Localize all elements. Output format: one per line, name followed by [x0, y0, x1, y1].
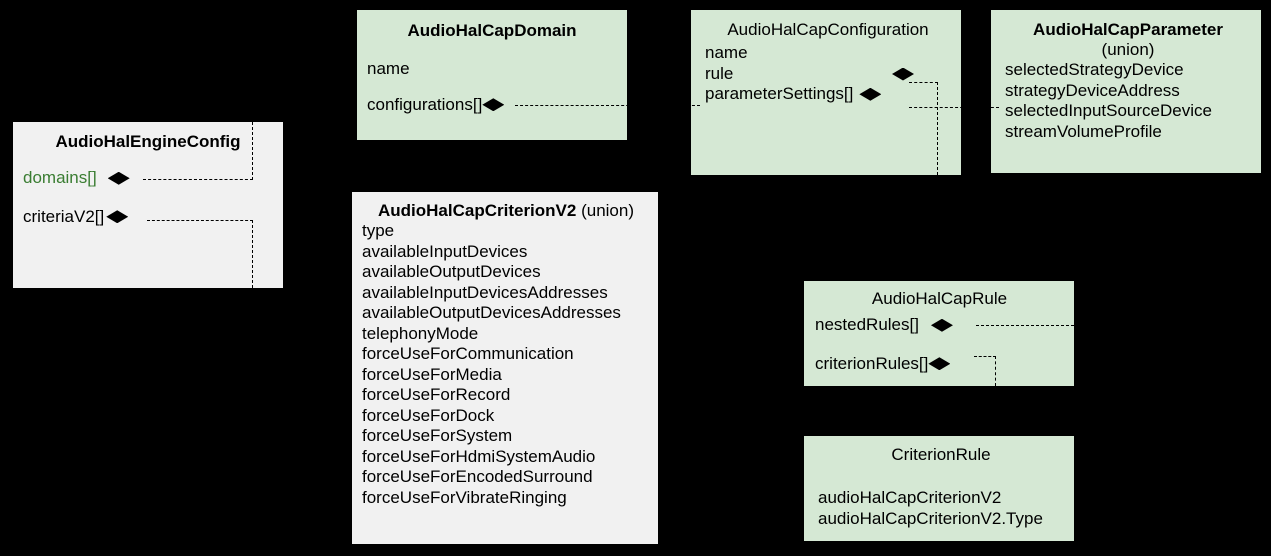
- attribute-row-configurations[interactable]: configurations[]: [367, 95, 617, 116]
- attribute-row-nestedrules[interactable]: nestedRules[]: [815, 315, 1064, 336]
- attribute-label: availableOutputDevicesAddresses: [362, 303, 621, 322]
- attribute-row-name: name: [367, 59, 617, 80]
- class-box-fill: [13, 122, 283, 288]
- attribute-label: forceUseForSystem: [362, 426, 513, 445]
- edge-configurations-horizontal: [515, 105, 700, 106]
- class-title: AudioHalCapCriterionV2 (union): [377, 201, 634, 220]
- attribute-label: forceUseForRecord: [362, 385, 511, 404]
- attribute-label: selectedInputSourceDevice: [1005, 101, 1212, 120]
- attribute-label: strategyDeviceAddress: [1005, 80, 1180, 100]
- attribute-row-name: name: [705, 43, 951, 64]
- class-box-fill: [357, 10, 627, 140]
- class-box-audiohalcapparameter[interactable]: AudioHalCapParameter (union) selectedStr…: [991, 10, 1261, 173]
- class-title: AudioHalCapRule: [871, 289, 1008, 308]
- class-box-audiohalengineconfig[interactable]: AudioHalEngineConfig domains[] criteriaV…: [13, 122, 283, 288]
- attribute-row-rule[interactable]: rule: [705, 64, 951, 85]
- attribute-label: availableInputDevicesAddresses: [362, 282, 608, 302]
- attribute-label: nestedRules[]: [815, 315, 919, 334]
- edge-nestedrules-horizontal: [976, 325, 1074, 326]
- attribute-label: selectedStrategyDevice: [1005, 60, 1184, 79]
- attribute-label: configurations[]: [367, 94, 483, 114]
- attribute-row-domains[interactable]: domains[]: [23, 168, 273, 189]
- class-title: AudioHalEngineConfig: [55, 132, 241, 151]
- attribute-label: audioHalCapCriterionV2.Type: [818, 508, 1043, 528]
- attribute-label: name: [705, 43, 748, 62]
- attribute-label: streamVolumeProfile: [1005, 121, 1162, 141]
- edge-parametersettings-horizontal: [909, 107, 999, 108]
- attribute-label: criteriaV2[]: [23, 206, 105, 226]
- class-title: AudioHalCapParameter: [1033, 20, 1223, 39]
- attribute-row-criterionrules[interactable]: criterionRules[]: [815, 354, 1064, 375]
- aggregation-diamond-icon: [892, 67, 914, 81]
- class-box-audiohalcapdomain[interactable]: AudioHalCapDomain name configurations[]: [357, 10, 627, 140]
- attribute-label: forceUseForHdmiSystemAudio: [362, 446, 596, 466]
- edge-domains-vertical: [252, 122, 253, 180]
- attribute-label: type: [362, 221, 395, 240]
- attribute-label: availableOutputDevices: [362, 262, 541, 281]
- class-box-criterionrule[interactable]: CriterionRule audioHalCapCriterionV2 aud…: [804, 436, 1074, 541]
- edge-criterionrules-vertical: [995, 356, 996, 386]
- edge-criterionrules-horizontal: [974, 356, 996, 357]
- class-box-audiohalcapconfiguration[interactable]: AudioHalCapConfiguration name rule param…: [691, 10, 961, 175]
- aggregation-diamond-icon: [859, 87, 882, 101]
- attribute-label: name: [367, 59, 410, 78]
- class-kind-label: (union): [1101, 40, 1155, 59]
- class-box-fill: [691, 10, 961, 175]
- class-title: AudioHalCapDomain: [407, 21, 577, 40]
- attribute-label: criterionRules[]: [815, 353, 929, 373]
- attribute-label: audioHalCapCriterionV2: [818, 488, 1002, 507]
- attribute-label: availableInputDevices: [362, 241, 528, 261]
- aggregation-diamond-icon: [482, 98, 505, 112]
- aggregation-diamond-icon: [107, 171, 130, 185]
- attribute-label: rule: [705, 63, 734, 83]
- attribute-label: telephonyMode: [362, 323, 479, 343]
- aggregation-diamond-icon: [928, 357, 951, 371]
- class-box-fill: [352, 192, 658, 544]
- attribute-label: forceUseForVibrateRinging: [362, 487, 567, 507]
- class-box-audiohalcapcriterionv2[interactable]: AudioHalCapCriterionV2 (union) type avai…: [352, 192, 658, 544]
- class-box-fill: [991, 10, 1261, 173]
- attribute-row-criteriav2[interactable]: criteriaV2[]: [23, 207, 273, 228]
- edge-domains-horizontal: [143, 179, 253, 180]
- attribute-row-parametersettings[interactable]: parameterSettings[]: [705, 84, 951, 105]
- edge-rule-horizontal: [909, 82, 938, 83]
- edge-criteriav2-vertical: [252, 220, 253, 288]
- attribute-label: domains[]: [23, 168, 97, 187]
- class-kind-label: (union): [581, 201, 634, 220]
- attribute-label: forceUseForCommunication: [362, 344, 574, 363]
- attribute-label: forceUseForMedia: [362, 364, 502, 384]
- class-box-fill: [804, 436, 1074, 541]
- attribute-label: forceUseForEncodedSurround: [362, 467, 593, 486]
- class-title: CriterionRule: [891, 445, 991, 464]
- aggregation-diamond-icon: [930, 318, 953, 332]
- attribute-label: parameterSettings[]: [705, 84, 854, 103]
- class-title: AudioHalCapConfiguration: [727, 20, 929, 39]
- attribute-label: forceUseForDock: [362, 405, 495, 425]
- edge-criteriav2-horizontal: [147, 220, 253, 221]
- aggregation-diamond-icon: [106, 210, 129, 224]
- edge-rule-vertical: [937, 82, 938, 175]
- class-box-audiohalcaprule[interactable]: AudioHalCapRule nestedRules[] criterionR…: [804, 281, 1074, 386]
